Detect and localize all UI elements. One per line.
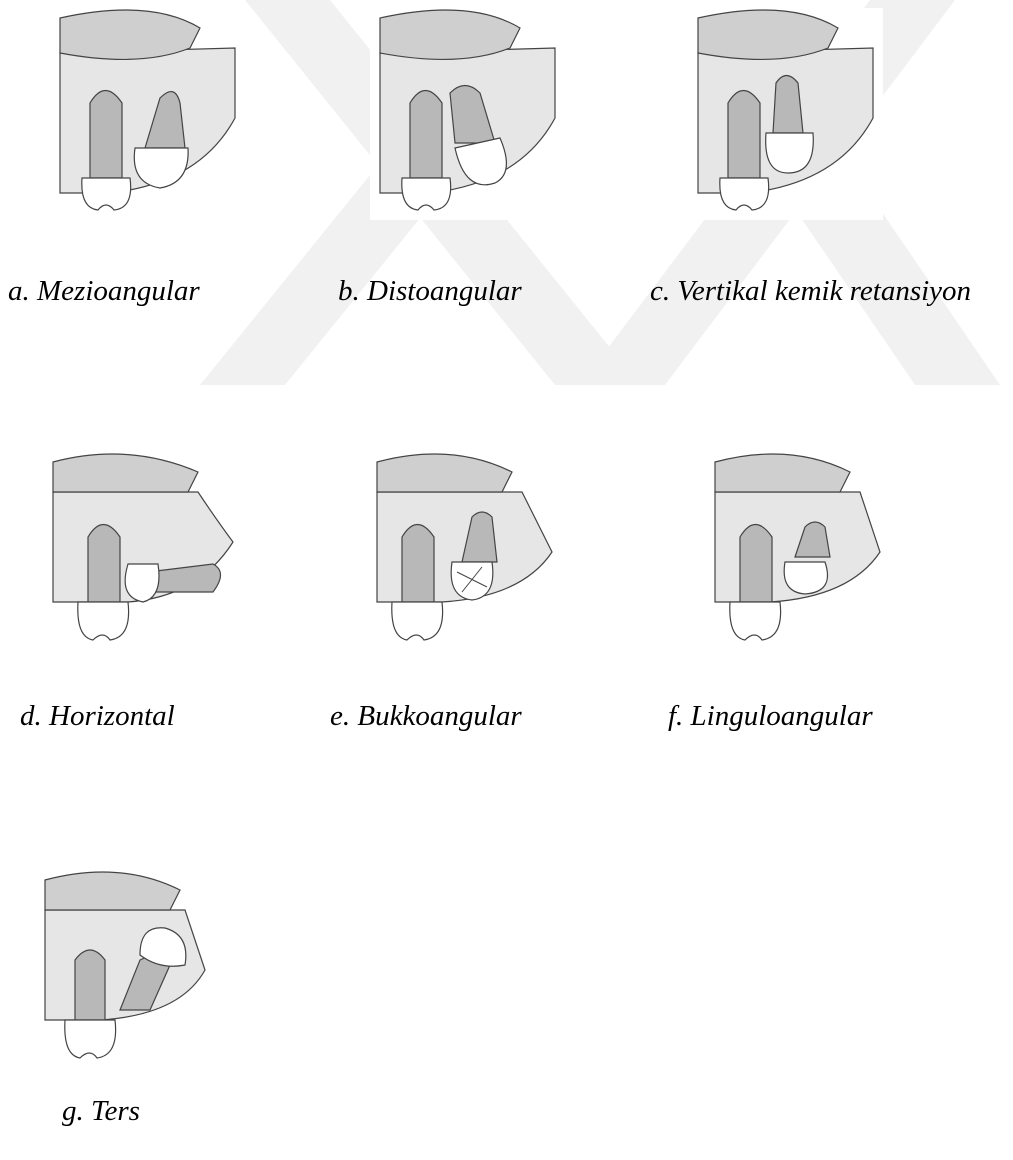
figure-a-caption: a. Mezioangular [8, 275, 200, 308]
figure-g-caption: g. Ters [62, 1095, 140, 1128]
figure-d-illustration [48, 452, 243, 642]
figure-c-illustration [688, 8, 883, 220]
figure-a-illustration [50, 8, 245, 220]
figure-b-caption: b. Distoangular [338, 275, 522, 308]
figure-b-illustration [370, 8, 565, 220]
figure-f-caption: f. Linguloangular [668, 700, 873, 733]
figure-e-illustration [372, 452, 557, 642]
figure-f-illustration [710, 452, 885, 642]
figure-d-caption: d. Horizontal [20, 700, 175, 733]
figure-c-caption: c. Vertikal kemik retansiyon [650, 275, 971, 308]
figure-e-caption: e. Bukkoangular [330, 700, 522, 733]
figure-g-illustration [40, 870, 208, 1060]
